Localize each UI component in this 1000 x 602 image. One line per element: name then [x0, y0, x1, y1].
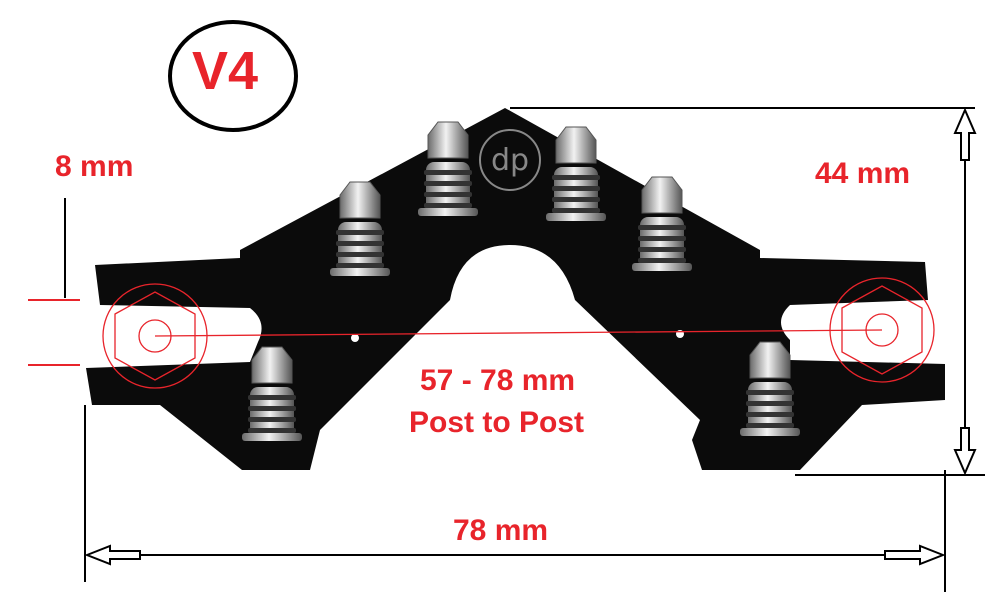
slot-width-dimension [28, 198, 80, 366]
height-label: 44 mm [815, 157, 911, 190]
width-label: 78 mm [453, 514, 549, 547]
slot-width-label: 8 mm [55, 150, 134, 183]
post-range-label: 57 - 78 mm [420, 364, 576, 397]
screw-icon [242, 346, 302, 441]
version-badge-ring [168, 20, 298, 132]
screw-icon [740, 341, 800, 436]
height-dimension [510, 107, 985, 476]
post-to-post-line [154, 329, 883, 337]
screw-icon [632, 176, 692, 271]
svg-text:dp: dp [491, 143, 529, 178]
dp-logo: dp [479, 129, 541, 191]
screw-icon [418, 121, 478, 216]
width-dimension [84, 405, 946, 592]
screw-icon [330, 181, 390, 276]
screw-icon [546, 126, 606, 221]
version-badge: V4 [192, 41, 259, 101]
bracket-plate [86, 108, 945, 470]
post-caption-label: Post to Post [409, 406, 585, 439]
